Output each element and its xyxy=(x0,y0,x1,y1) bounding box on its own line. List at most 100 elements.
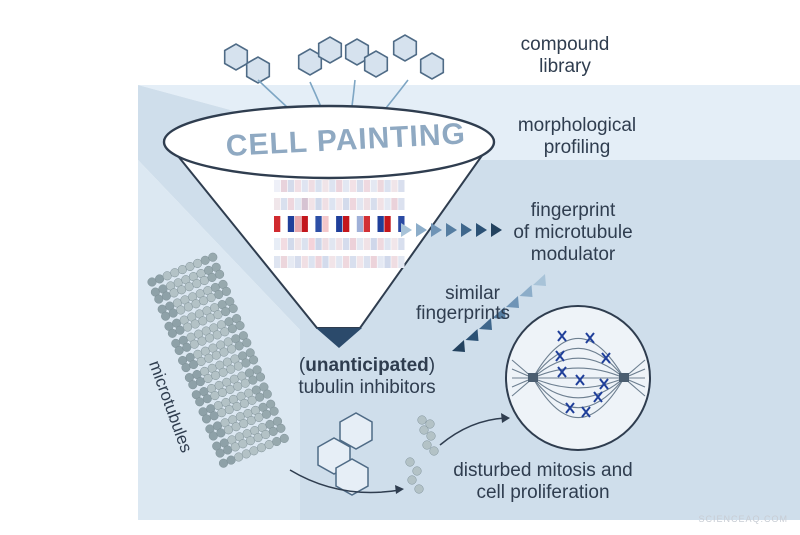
tubulin-bead xyxy=(255,392,265,402)
tubulin-bead xyxy=(238,439,248,449)
heatmap-cell xyxy=(287,198,295,210)
heatmap-cell xyxy=(349,180,357,192)
heatmap-cell xyxy=(356,198,364,210)
tubulin-bead xyxy=(204,353,214,363)
heatmap-cell xyxy=(274,180,281,192)
similar-arrow xyxy=(533,274,546,286)
compound-hexagon xyxy=(317,36,343,64)
heatmap-cell xyxy=(377,238,384,250)
heatmap-cell xyxy=(384,216,391,232)
tubulin-bead xyxy=(185,261,195,272)
tubulin-bead xyxy=(232,401,242,412)
heatmap-cell xyxy=(377,216,384,232)
tubulin-bead xyxy=(175,325,185,335)
heatmap-cell xyxy=(287,216,295,232)
heatmap-cell xyxy=(363,198,370,210)
tubulin-bead xyxy=(217,387,228,398)
funnel-rim xyxy=(162,104,496,180)
tubulin-bead xyxy=(211,350,221,360)
tubulin-bead xyxy=(268,426,278,436)
fingerprint-arrow xyxy=(416,223,427,237)
tubulin-bead xyxy=(249,355,259,365)
tubulin-bead xyxy=(205,333,215,343)
tubulin-dimer-bead xyxy=(407,475,417,485)
chromosome xyxy=(599,378,609,390)
compound-hexagon xyxy=(297,48,323,76)
label-compound-library: compound library xyxy=(510,34,620,78)
tubulin-bead xyxy=(193,258,203,268)
label-profiling: profiling xyxy=(543,137,611,158)
tubulin-bead xyxy=(162,271,172,281)
heatmap-cell xyxy=(363,180,370,192)
tubulin-bead xyxy=(221,307,231,317)
tubulin-bead xyxy=(220,327,230,337)
heatmap-cell xyxy=(343,256,350,268)
tubulin-bead xyxy=(188,380,198,390)
label-unanticipated-line: (unanticipated) xyxy=(282,355,452,377)
heatmap-cell xyxy=(336,198,343,210)
tubulin-bead xyxy=(195,397,205,407)
tubulin-bead xyxy=(217,408,227,418)
tubulin-bead xyxy=(226,364,236,374)
tubulin-bead xyxy=(189,359,199,370)
heatmap-cell xyxy=(377,256,384,268)
tubulin-bead xyxy=(190,319,200,329)
label-tubulin: tubulin inhibitors xyxy=(298,377,436,398)
heatmap-cell xyxy=(356,238,364,250)
heatmap-cell xyxy=(315,216,322,232)
heatmap-cell xyxy=(294,216,301,232)
tubulin-bead xyxy=(211,370,221,380)
tubulin-bead xyxy=(202,394,212,404)
tubulin-bead xyxy=(191,299,201,309)
tubulin-bead xyxy=(197,336,207,346)
chromosome xyxy=(593,391,603,403)
heatmap-cell xyxy=(356,256,364,268)
tubulin-bead xyxy=(205,313,215,323)
tubulin-bead xyxy=(168,308,178,318)
tubulin-bead xyxy=(208,431,218,441)
heatmap-cell xyxy=(349,238,357,250)
heatmap-cell xyxy=(308,216,315,232)
chromosome xyxy=(557,366,567,378)
tubulin-bead xyxy=(183,322,193,332)
tubulin-bead xyxy=(234,341,244,351)
label-disturbed-mitosis: disturbed mitosis and cell proliferation xyxy=(428,460,658,504)
tubulin-bead xyxy=(203,373,213,384)
similar-arrow xyxy=(465,329,479,341)
tubulin-dimer-bead xyxy=(429,446,439,456)
heatmap-cell xyxy=(343,238,350,250)
heatmap-cell xyxy=(370,180,377,192)
tubulin-bead xyxy=(240,378,250,388)
compound-hexagon xyxy=(363,50,389,78)
label-unanticipated: unanticipated xyxy=(305,355,429,376)
tubulin-bead xyxy=(192,279,202,289)
tubulin-dimer-bead xyxy=(412,466,422,476)
label-similar: similar xyxy=(445,283,500,304)
tubulin-bead xyxy=(207,272,217,282)
process-arrow-heads xyxy=(395,413,510,494)
heatmap-cell xyxy=(280,238,288,250)
tubulin-bead xyxy=(221,286,231,296)
heatmap-cell xyxy=(363,216,370,232)
heatmap-cell xyxy=(315,180,322,192)
label-morphological-profiling: morphological profiling xyxy=(502,115,652,159)
tubulin-bead xyxy=(272,436,282,447)
similar-fingerprints-arrow-chain xyxy=(452,274,546,352)
inhibitor-molecules xyxy=(317,412,373,496)
heatmap-cell xyxy=(391,256,398,268)
spindle-fiber xyxy=(532,377,625,399)
tubulin-bead xyxy=(216,428,226,438)
funnel-outlet-arrow xyxy=(316,328,362,348)
tubulin-bead xyxy=(200,255,210,265)
heatmap-cell xyxy=(322,238,329,250)
heatmap-cell xyxy=(322,180,329,192)
tubulin-bead xyxy=(201,414,212,424)
fingerprint-arrow xyxy=(476,223,487,237)
watermark: SCIENCEAQ.COM xyxy=(698,514,788,524)
heatmap-cell xyxy=(398,256,405,268)
tubulin-bead xyxy=(198,316,208,326)
heatmap-cell xyxy=(398,180,405,192)
tubulin-bead xyxy=(215,448,225,458)
heatmap-cell xyxy=(287,256,295,268)
compound-molecules xyxy=(223,34,445,84)
